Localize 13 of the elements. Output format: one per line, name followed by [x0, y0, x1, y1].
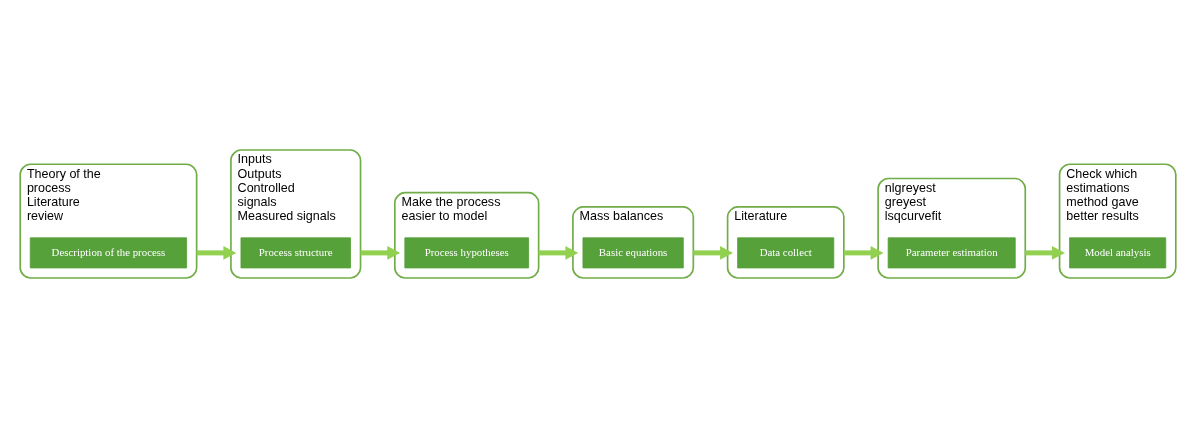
node-box: Basic equations: [582, 236, 684, 268]
arrow: [693, 245, 733, 260]
node-box: Process hypotheses: [404, 236, 529, 268]
node-box: Process structure: [240, 236, 351, 268]
node-box: Description of the process: [29, 236, 188, 268]
arrow: [360, 245, 401, 260]
arrow: [1025, 245, 1065, 260]
arrow: [843, 245, 884, 260]
arrow: [538, 245, 579, 260]
node-box: Parameter estimation: [887, 236, 1016, 268]
node-box: Data collect: [737, 236, 835, 268]
arrow: [196, 245, 237, 260]
node-box: Model analysis: [1069, 236, 1167, 268]
